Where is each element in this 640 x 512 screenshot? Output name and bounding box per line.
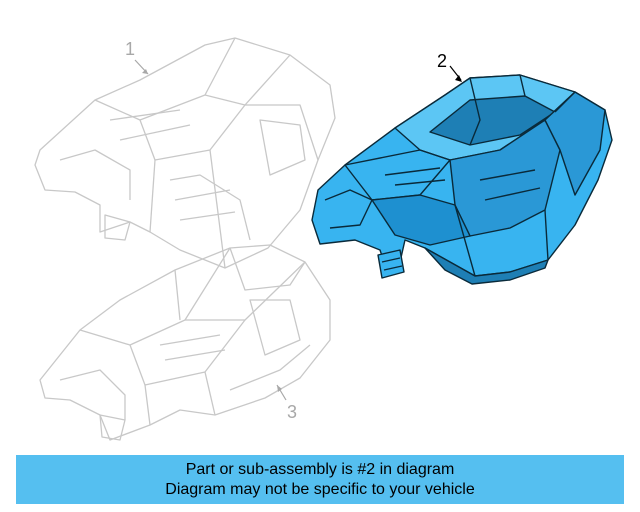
parts-diagram: 1 3	[34, 37, 613, 441]
callout-3: 3	[276, 384, 297, 422]
part-3-convertible-shell	[39, 244, 331, 441]
callout-2-arrowhead	[455, 75, 462, 82]
callout-3-number: 3	[287, 402, 297, 422]
part-1-body-shell	[34, 37, 336, 269]
banner-line-part-number: Part or sub-assembly is #2 in diagram	[185, 461, 455, 478]
info-banner: Part or sub-assembly is #2 in diagram Di…	[16, 455, 624, 504]
callout-1: 1	[125, 39, 149, 75]
callout-3-arrowhead	[277, 385, 282, 392]
callout-2-number: 2	[437, 51, 447, 71]
callout-1-number: 1	[125, 39, 135, 59]
part-2-body-shell-highlighted	[311, 74, 613, 285]
callout-2: 2	[437, 51, 462, 82]
banner-line-disclaimer: Diagram may not be specific to your vehi…	[165, 481, 475, 498]
callout-1-arrowhead	[142, 69, 148, 74]
